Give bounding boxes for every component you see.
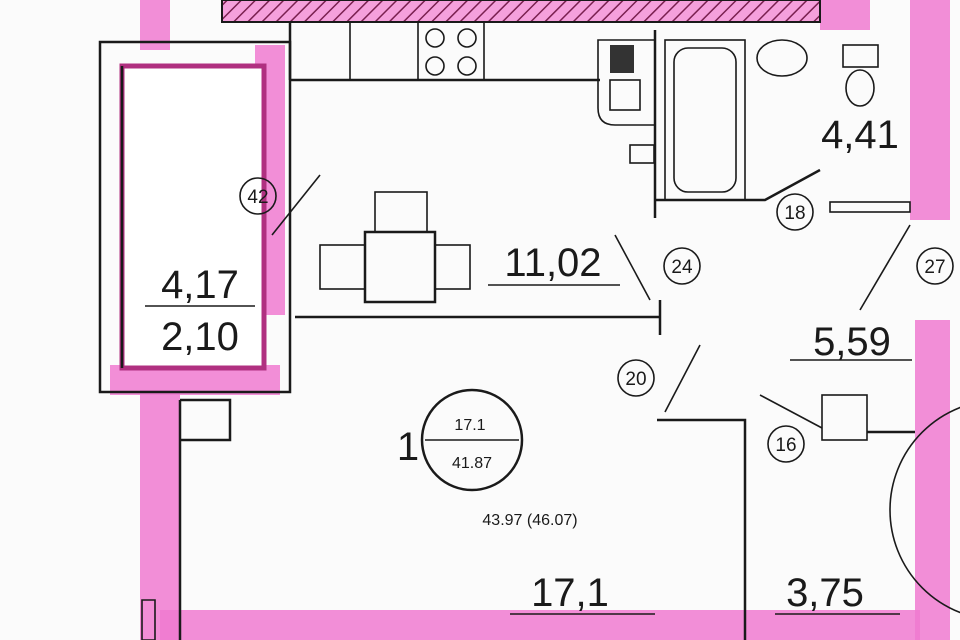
hallway-marker: 27 [924,257,945,278]
kitchen-area: 11,02 [504,241,601,285]
stove-icon [417,21,485,81]
bathroom-marker: 18 [784,203,805,224]
bathtub-icon [664,39,746,201]
wall-highlights [110,0,950,640]
hallway-door-marker-b: 16 [775,435,796,456]
summary-area: 43.97 (46.07) [482,512,577,529]
bathroom: 4,41 18 [629,30,911,231]
closet: 3,75 [775,571,900,615]
sink-icon [597,39,656,126]
closet-area: 3,75 [786,571,864,615]
bathroom-area: 4,41 [821,113,899,157]
kitchen-marker: 24 [671,257,693,278]
balcony-marker-circle [239,177,277,215]
balcony: 42 4,17 2,10 [98,40,292,394]
balcony-area-reduced: 2,10 [161,315,239,359]
badge-total-area: 41.87 [452,455,492,472]
living-room: 1 17.1 41.87 43.97 (46.07) 17,1 [141,388,655,640]
badge-living-area: 17.1 [454,417,485,434]
exterior-wall-top [221,0,821,23]
hallway-area: 5,59 [813,320,891,364]
balcony-marker: 42 [247,187,268,208]
balcony-area-primary: 4,17 [161,263,239,307]
kitchen: 11,02 24 [271,21,701,335]
dining-table-icon [319,191,471,304]
apartment-badge: 17.1 41.87 [420,388,524,492]
hallway-door-marker-a: 20 [625,369,646,390]
living-room-area: 17,1 [531,571,609,615]
room-count: 1 [397,425,419,469]
hallway: 27 5,59 20 16 [617,224,960,640]
toilet-icon [842,44,879,107]
washbasin-icon [756,39,808,77]
entrance-door-swing [889,406,960,614]
